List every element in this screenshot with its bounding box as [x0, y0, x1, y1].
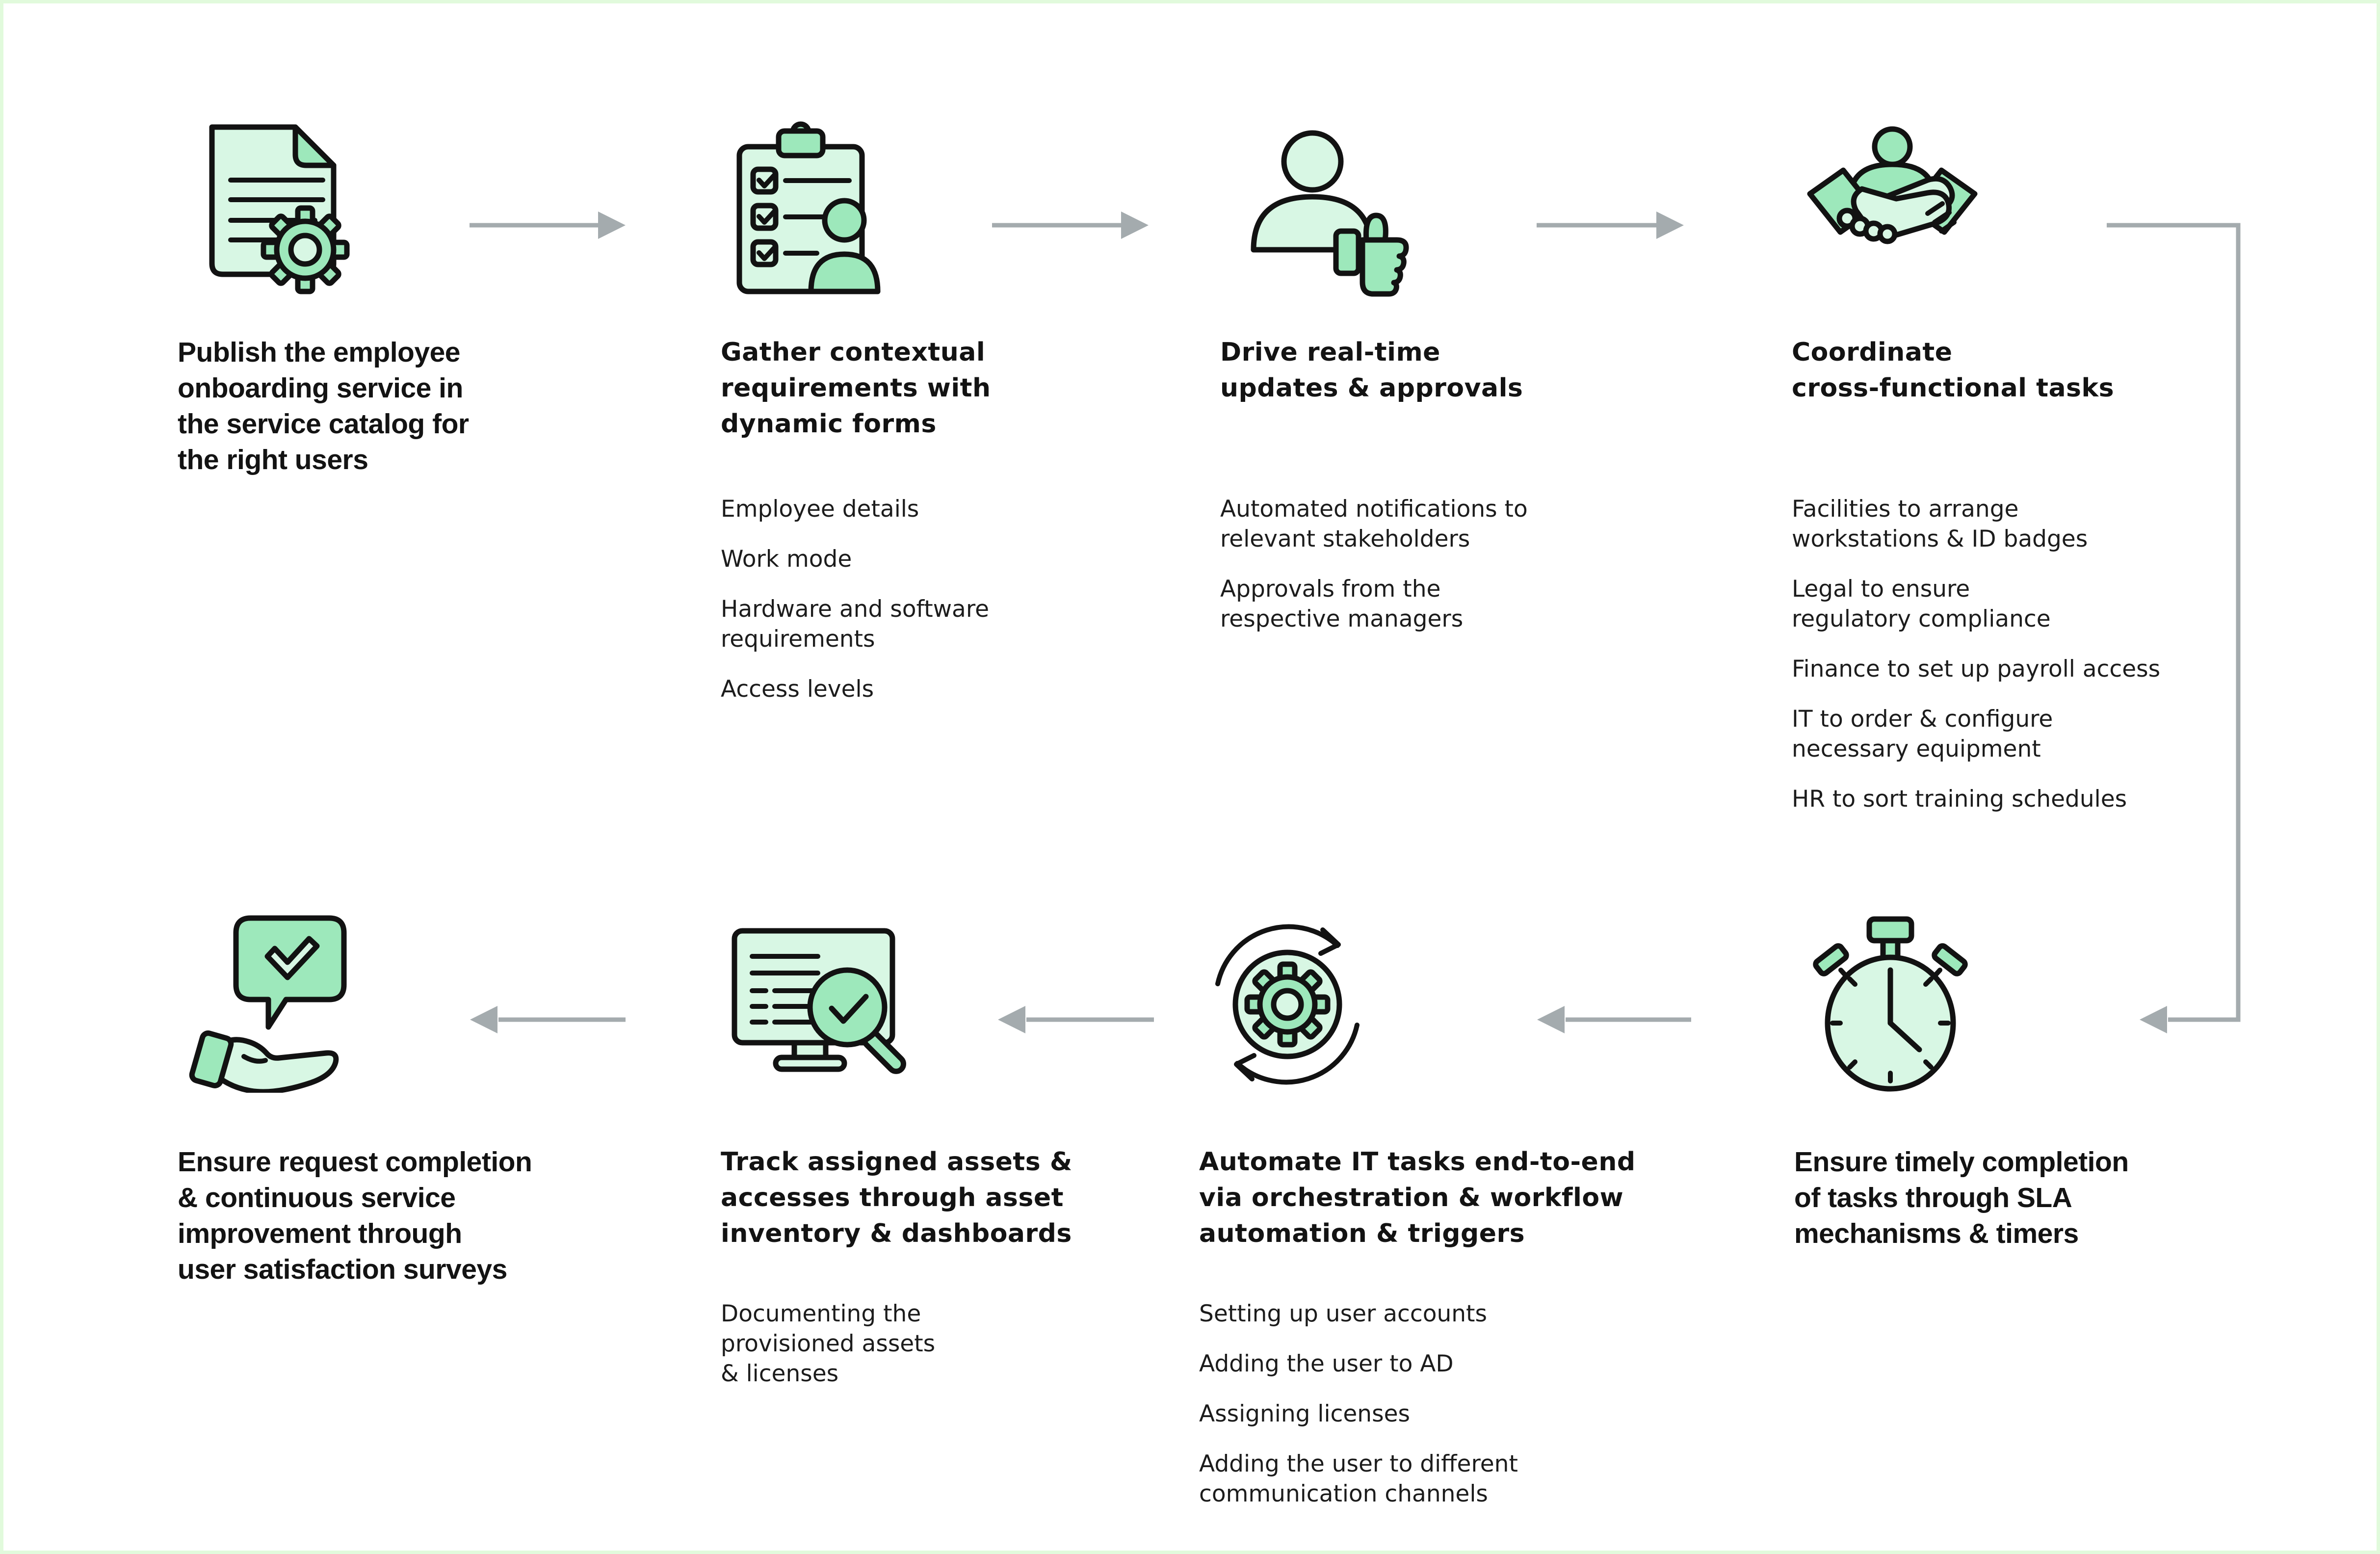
sub-item: Facilities to arrange workstations & ID …	[1792, 496, 2088, 553]
flow-arrow	[470, 1006, 626, 1033]
dynamic-form-checklist-icon	[721, 116, 897, 298]
sub-item: Legal to ensure regulatory compliance	[1792, 576, 2051, 632]
step-title: Drive real-time updates & approvals	[1220, 338, 1523, 403]
step-title: Publish the employee onboarding service …	[178, 337, 469, 475]
sub-item: Assigning licenses	[1199, 1400, 1410, 1427]
satisfaction-survey-hand-icon	[185, 911, 371, 1095]
sub-item: Employee details	[721, 496, 919, 523]
sub-item: Access levels	[721, 676, 874, 703]
sub-item: Documenting the provisioned assets & lic…	[721, 1300, 936, 1387]
sub-item: Adding the user to different communicati…	[1199, 1450, 1518, 1507]
automation-gear-cycle-icon	[1199, 911, 1376, 1093]
handshake-icon	[1804, 116, 1981, 298]
step-title: Ensure request completion & continuous s…	[178, 1146, 532, 1285]
sub-item: Approvals from the respective managers	[1220, 576, 1464, 632]
sub-item-list: Documenting the provisioned assets & lic…	[721, 1299, 935, 1409]
step-title: Automate IT tasks end-to-end via orchest…	[1199, 1147, 1636, 1248]
sub-item: Adding the user to AD	[1199, 1350, 1454, 1377]
step-title: Gather contextual requirements with dyna…	[721, 338, 991, 439]
sub-item-list: Automated notifications to relevant stak…	[1220, 494, 1528, 654]
flow-arrow	[998, 1006, 1154, 1033]
document-gear-icon	[178, 116, 354, 298]
flow-arrow	[470, 211, 626, 239]
sub-item: Hardware and software requirements	[721, 596, 990, 653]
asset-dashboard-magnifier-icon	[721, 911, 907, 1093]
sub-item: IT to order & configure necessary equipm…	[1792, 706, 2053, 763]
sub-item: Automated notifications to relevant stak…	[1220, 496, 1528, 553]
flow-arrow	[1537, 1006, 1691, 1033]
stopwatch-icon	[1802, 911, 1978, 1093]
step-title: Coordinate cross-functional tasks	[1792, 338, 2115, 403]
sub-item: Setting up user accounts	[1199, 1300, 1487, 1327]
sub-item: Finance to set up payroll access	[1792, 656, 2161, 683]
person-thumbs-up-icon	[1240, 116, 1416, 298]
sub-item: HR to sort training schedules	[1792, 786, 2127, 813]
flow-arrow	[992, 211, 1149, 239]
sub-item: Work mode	[721, 546, 852, 573]
step-title: Ensure timely completion of tasks throug…	[1794, 1146, 2129, 1249]
step-title: Track assigned assets & accesses through…	[721, 1147, 1072, 1248]
sub-item-list: Facilities to arrange workstations & ID …	[1792, 494, 2160, 834]
flow-arrow	[1537, 211, 1684, 239]
